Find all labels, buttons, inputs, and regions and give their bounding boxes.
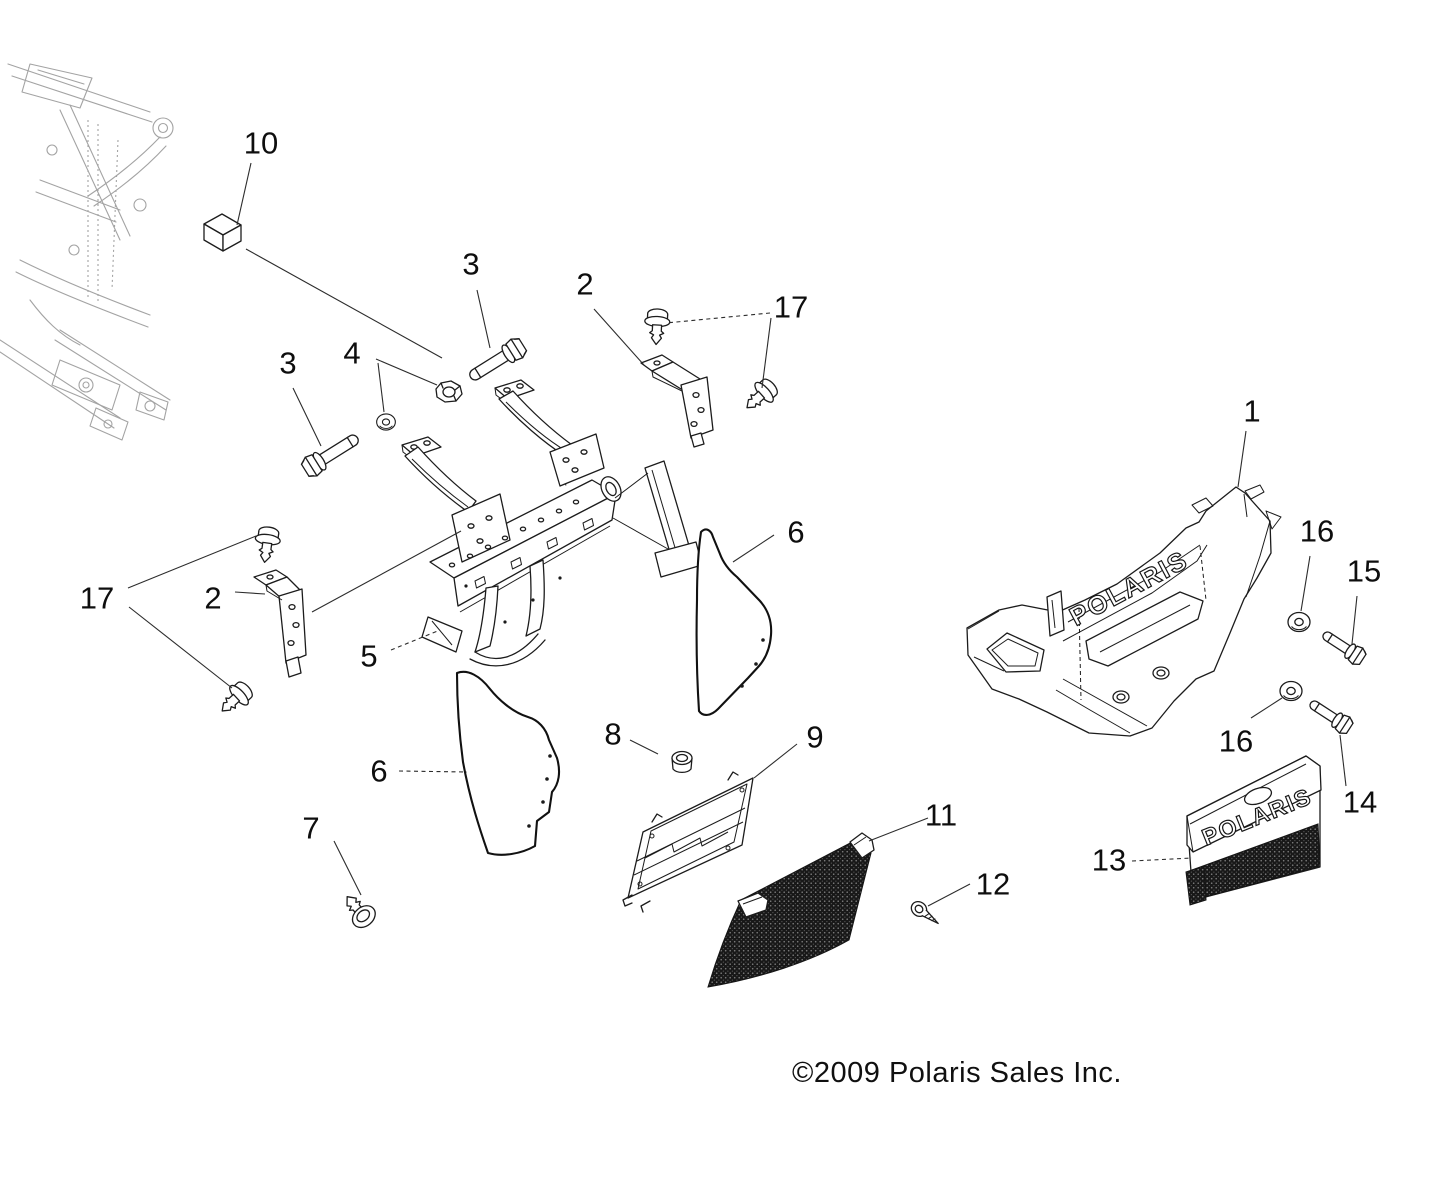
part-2-bracket-left bbox=[253, 569, 307, 678]
part-16-washer-bottom bbox=[1279, 680, 1303, 702]
part-9-grille-frame bbox=[622, 771, 754, 913]
callout-6-right: 6 bbox=[787, 515, 804, 550]
leader-line-17-top-0 bbox=[665, 312, 771, 324]
part-6-panel-left bbox=[455, 670, 561, 856]
leader-line-4-1 bbox=[377, 362, 385, 413]
callout-14: 14 bbox=[1343, 785, 1377, 820]
callout-4: 4 bbox=[343, 336, 360, 371]
callout-11: 11 bbox=[925, 798, 957, 833]
callout-2-left: 2 bbox=[204, 581, 221, 616]
part-15-bolt bbox=[1317, 625, 1369, 668]
part-12-screw bbox=[910, 900, 939, 925]
leader-line-17-top-1 bbox=[761, 317, 772, 389]
chassis-reference-sketch bbox=[0, 63, 174, 441]
part-17-rivet-a bbox=[642, 307, 672, 346]
callout-3-left: 3 bbox=[279, 346, 296, 381]
copyright-text: ©2009 Polaris Sales Inc. bbox=[792, 1057, 1122, 1089]
callout-16-top: 16 bbox=[1300, 514, 1334, 549]
leader-line-4-0 bbox=[375, 358, 438, 386]
callout-9: 9 bbox=[806, 720, 823, 755]
leader-line-16-bot-0 bbox=[1250, 697, 1283, 719]
part-8-plug bbox=[671, 750, 693, 773]
leader-line-9-0 bbox=[753, 743, 798, 779]
leader-line-13-0 bbox=[1131, 857, 1193, 862]
part-4-washer bbox=[376, 413, 396, 431]
callout-12: 12 bbox=[976, 867, 1010, 902]
callout-2-top: 2 bbox=[576, 267, 593, 302]
callout-1: 1 bbox=[1243, 394, 1260, 429]
leader-line-14-0 bbox=[1339, 734, 1347, 787]
leader-line-7-0 bbox=[333, 840, 362, 896]
callout-17-left: 17 bbox=[80, 581, 114, 616]
part-13-front-panel: POLARIS bbox=[1185, 755, 1322, 906]
part-3-bolt-left bbox=[298, 427, 364, 481]
part-10-spacer-block bbox=[203, 213, 242, 252]
leader-line-16-top-0 bbox=[1300, 555, 1311, 612]
leader-line-15-0 bbox=[1351, 595, 1358, 645]
leader-line-2-left-1 bbox=[311, 530, 462, 613]
leader-line-12-0 bbox=[927, 883, 971, 907]
part-5-bumper-weldment bbox=[401, 379, 703, 667]
leader-line-5-0 bbox=[390, 629, 441, 651]
part-3-bolt-top bbox=[464, 334, 530, 388]
callout-5: 5 bbox=[360, 639, 377, 674]
part-11-grille-mesh bbox=[707, 832, 875, 988]
callout-17-top: 17 bbox=[774, 290, 808, 325]
leader-line-2-left-0 bbox=[234, 591, 266, 595]
leader-line-10-0 bbox=[236, 162, 252, 226]
leader-line-17-left-0 bbox=[127, 535, 257, 589]
leader-line-10-1 bbox=[245, 248, 443, 359]
part-17-rivet-c bbox=[251, 524, 283, 565]
leader-line-6-left-0 bbox=[398, 770, 468, 773]
leader-line-8-0 bbox=[629, 739, 659, 755]
callout-7: 7 bbox=[302, 811, 319, 846]
part-4-flange-nut bbox=[435, 380, 463, 403]
leader-line-3-left-0 bbox=[292, 387, 322, 447]
leader-line-17-left-1 bbox=[128, 606, 233, 689]
part-2-bracket-right bbox=[640, 354, 714, 448]
callout-15: 15 bbox=[1347, 554, 1381, 589]
part-14-bolt bbox=[1304, 694, 1356, 737]
part-16-washer-top bbox=[1287, 611, 1311, 633]
leader-line-2-top-0 bbox=[593, 308, 645, 366]
callout-16-bot: 16 bbox=[1219, 724, 1253, 759]
part-6-panel-right bbox=[695, 528, 773, 716]
callout-6-left: 6 bbox=[370, 754, 387, 789]
part-17-rivet-b bbox=[737, 374, 783, 418]
leader-line-3-top-0 bbox=[476, 289, 491, 349]
leader-line-11-0 bbox=[868, 817, 929, 842]
callout-10: 10 bbox=[244, 126, 278, 161]
leader-line-6-right-0 bbox=[732, 534, 775, 563]
part-1-front-fascia: POLARIS bbox=[966, 484, 1282, 737]
leader-line-1-0 bbox=[1237, 430, 1247, 488]
callout-13: 13 bbox=[1092, 843, 1126, 878]
callout-3-top: 3 bbox=[462, 247, 479, 282]
part-17-rivet-d bbox=[213, 676, 258, 721]
callout-8: 8 bbox=[604, 717, 621, 752]
part-7-push-fastener bbox=[346, 896, 376, 929]
